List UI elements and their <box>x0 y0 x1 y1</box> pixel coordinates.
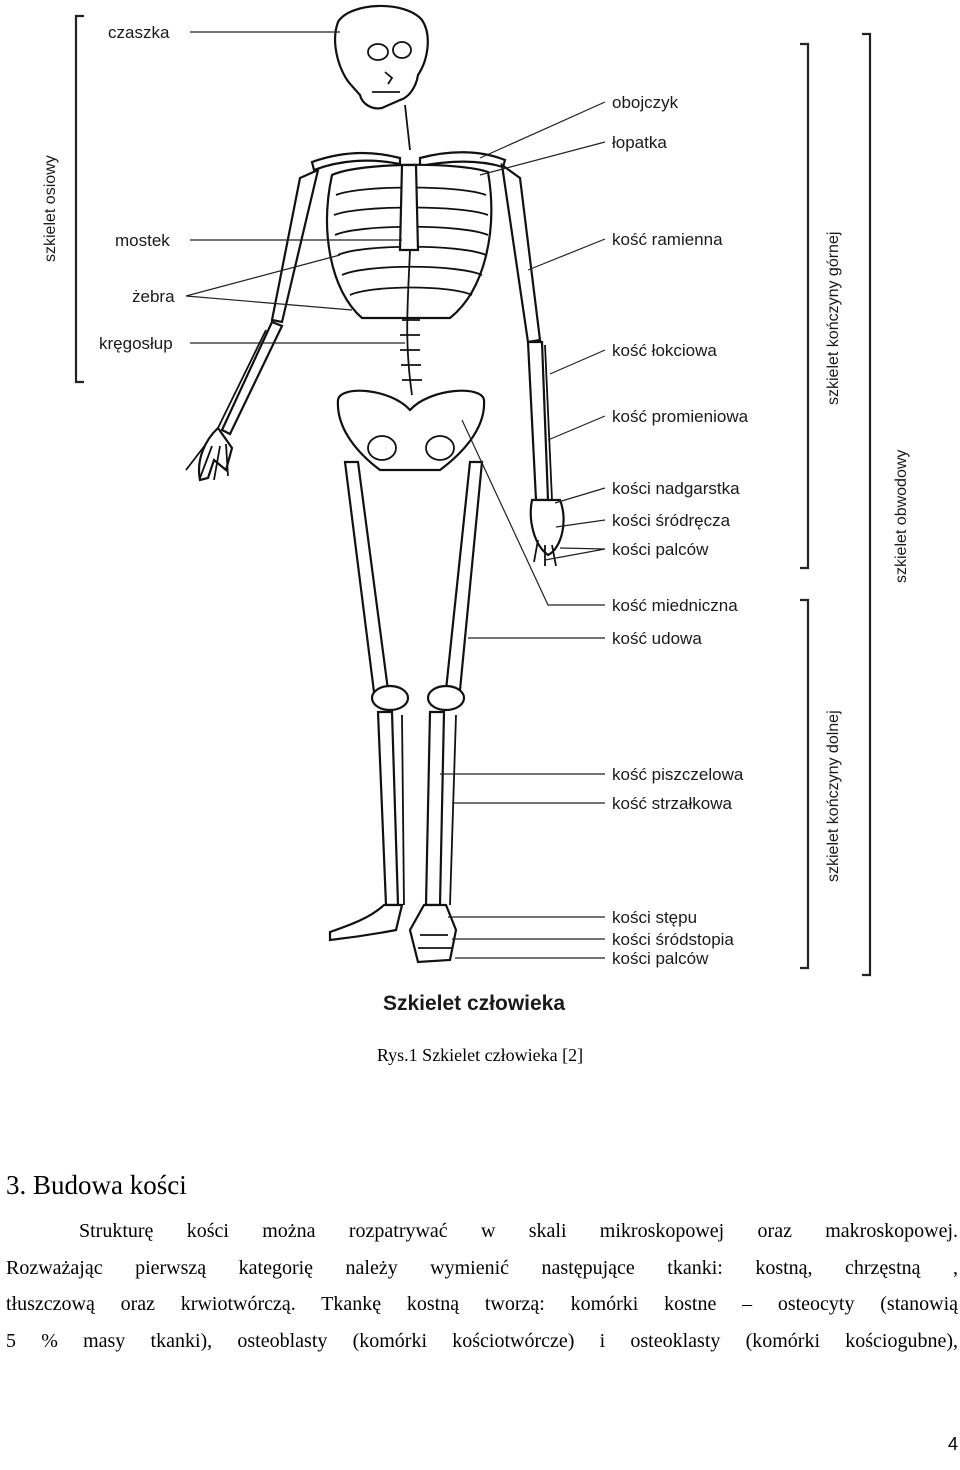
bracket-konczyny-gornej <box>800 42 810 570</box>
paragraph-line: Strukturę kości można rozpatrywać w skal… <box>79 1220 958 1242</box>
left-femur-shape <box>343 460 390 694</box>
right-foot-shape <box>408 903 458 964</box>
body-paragraph: Strukturę kości można rozpatrywać w skal… <box>6 1213 958 1359</box>
right-fingers-shape <box>533 539 557 567</box>
left-radius-shape <box>215 329 267 433</box>
leader-kosc-miedniczna <box>461 419 605 606</box>
figure-title: Szkielet człowieka <box>383 992 565 1015</box>
label-kosc-promieniowa: kość promieniowa <box>612 407 749 426</box>
label-kosc-lokciowa: kość łokciowa <box>612 341 717 360</box>
leader-kosci-nadgarstka <box>554 487 606 504</box>
leader-obojczyk <box>479 101 606 159</box>
label-kosci-stepu: kości stępu <box>612 908 697 927</box>
label-czaszka: czaszka <box>108 23 170 42</box>
sternum-shape <box>398 163 420 252</box>
vertebrae-lines <box>400 319 422 381</box>
leader-kosc-ramienna <box>527 238 606 271</box>
right-labels: obojczyk łopatka kość ramienna kość łokc… <box>440 93 749 968</box>
left-tibia-shape <box>376 710 400 907</box>
left-foot-shape <box>328 903 404 942</box>
eye-socket-shape <box>367 43 389 61</box>
right-femur-shape <box>444 460 484 692</box>
group-label-osiowy: szkielet osiowy <box>42 155 59 262</box>
leader-zebra <box>185 254 353 311</box>
right-forearm-shape <box>526 340 550 502</box>
label-kosci-srodrecza: kości śródręcza <box>612 511 731 530</box>
label-kosc-miedniczna: kość miedniczna <box>612 596 738 615</box>
label-kosci-srodstopia: kości śródstopia <box>612 930 734 949</box>
label-zebra: żebra <box>132 287 175 306</box>
bracket-obwodowy <box>862 32 872 977</box>
leader-kosc-lokciowa <box>549 349 606 375</box>
label-kosc-udowa: kość udowa <box>612 629 702 648</box>
page-number: 4 <box>947 1434 958 1454</box>
group-label-konczyny-dolnej: szkielet kończyny dolnej <box>825 710 842 882</box>
section-heading: 3. Budowa kości <box>6 1170 187 1201</box>
label-kosc-ramienna: kość ramienna <box>612 230 723 249</box>
pelvis-shape <box>336 389 486 472</box>
bracket-konczyny-dolnej <box>800 598 810 970</box>
right-hand-shape <box>529 498 565 557</box>
figure-caption: Rys.1 Szkielet człowieka [2] <box>376 1045 584 1065</box>
bracket-osiowy <box>74 14 84 384</box>
leader-kosci-srodrecza <box>555 519 606 528</box>
group-label-obwodowy: szkielet obwodowy <box>893 450 910 583</box>
right-fibula-shape <box>449 714 457 906</box>
left-fibula-shape <box>401 714 405 906</box>
right-knee-shape <box>426 684 466 712</box>
group-brackets: szkielet osiowy szkielet kończyny górnej… <box>42 14 910 977</box>
left-labels: czaszka mostek żebra kręgosłup <box>99 23 405 353</box>
jaw-shape <box>372 71 400 93</box>
skeleton-illustration <box>185 4 565 964</box>
right-radius-shape <box>544 344 553 501</box>
neck-shape <box>404 104 411 151</box>
left-hand-shape <box>197 426 234 482</box>
left-humerus-shape <box>270 168 320 324</box>
paragraph-line: tłuszczową oraz krwiotwórczą. Tkankę kos… <box>6 1293 958 1316</box>
right-humerus-shape <box>500 162 542 344</box>
skeleton-diagram: czaszka mostek żebra kręgosłup obojczyk … <box>42 4 910 1015</box>
skull-shape <box>334 4 429 110</box>
label-lopatka: łopatka <box>612 133 667 152</box>
leader-kosci-palcow-reki <box>544 547 606 561</box>
label-kosci-palcow-reki: kości palców <box>612 540 709 559</box>
label-kregoslup: kręgosłup <box>99 334 173 353</box>
label-kosc-piszczelowa: kość piszczelowa <box>612 765 744 784</box>
leader-lopatka <box>479 141 606 176</box>
label-kosc-strzalkowa: kość strzałkowa <box>612 794 733 813</box>
leader-kosc-promieniowa <box>547 415 606 441</box>
left-forearm-shape <box>220 320 284 436</box>
label-mostek: mostek <box>115 231 170 250</box>
hip-socket-shape <box>425 435 455 461</box>
skeleton-figure: czaszka mostek żebra kręgosłup obojczyk … <box>42 4 910 1015</box>
label-kosci-palcow-stopy: kości palców <box>612 949 709 968</box>
hip-socket-shape <box>367 435 397 461</box>
right-tibia-shape <box>424 710 446 907</box>
paragraph-line: Rozważając pierwszą kategorię należy wym… <box>6 1256 958 1279</box>
label-obojczyk: obojczyk <box>612 93 679 112</box>
paragraph-line: 5 % masy tkanki), osteoblasty (komórki k… <box>6 1329 958 1352</box>
group-label-konczyny-gornej: szkielet kończyny górnej <box>825 232 842 405</box>
left-fingers-shape <box>185 443 229 481</box>
label-kosci-nadgarstka: kości nadgarstka <box>612 479 740 498</box>
eye-socket-shape <box>392 41 412 59</box>
toe-lines <box>418 934 452 949</box>
left-knee-shape <box>370 684 410 712</box>
